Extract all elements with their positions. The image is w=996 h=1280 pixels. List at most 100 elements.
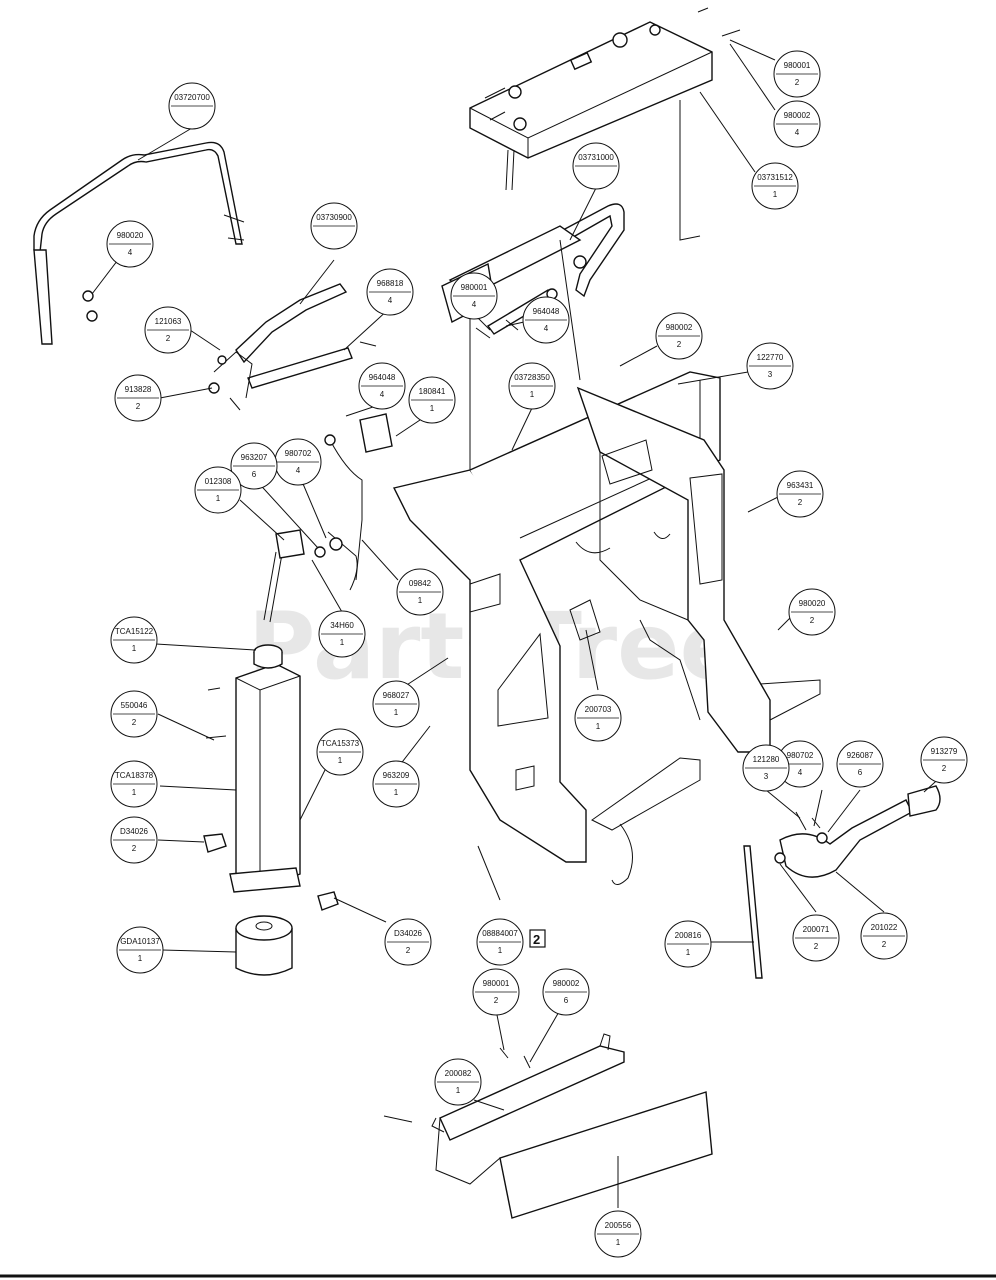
callout-quantity: 2 (132, 844, 137, 853)
callout-part-number: 980702 (787, 751, 814, 760)
callout-quantity: 3 (764, 772, 769, 781)
callout-part-number: 980002 (553, 979, 580, 988)
console-panel (469, 7, 741, 241)
callout-quantity: 1 (616, 1238, 621, 1247)
callout-quantity: 2 (494, 996, 499, 1005)
callout-quantity: 2 (798, 498, 803, 507)
callout-quantity: 2 (942, 764, 947, 773)
callout-quantity: 3 (768, 370, 773, 379)
hydraulic-tank (203, 644, 339, 911)
callout-part-number: 963209 (383, 771, 410, 780)
callout-tca15122: TCA15122 1 (110, 616, 158, 664)
callout-03720700: 03720700 (168, 82, 216, 130)
callout-964048: 964048 4 (358, 362, 406, 410)
callout-quantity: 4 (128, 248, 133, 257)
callout-quantity: 2 (795, 78, 800, 87)
callout-part-number: 200816 (675, 931, 702, 940)
callout-part-number: 964048 (369, 373, 396, 382)
callout-980002: 980002 6 (542, 968, 590, 1016)
callout-quantity: 1 (773, 190, 778, 199)
callout-part-number: 963207 (241, 453, 268, 462)
callout-part-number: 926087 (847, 751, 874, 760)
callout-980702: 980702 4 (274, 438, 322, 486)
callout-part-number: 03720700 (174, 93, 210, 102)
callout-quantity: 1 (686, 948, 691, 957)
callout-quantity: 1 (132, 788, 137, 797)
linkage-rods (263, 413, 393, 623)
callout-quantity: 1 (216, 494, 221, 503)
callout-part-number: GDA10137 (120, 937, 160, 946)
callout-part-number: 968818 (377, 279, 404, 288)
callout-quantity: 1 (138, 954, 143, 963)
bottom-bracket (383, 1033, 713, 1219)
callout-part-number: 200556 (605, 1221, 632, 1230)
left-drive-lever (208, 283, 377, 411)
callout-part-number: 200703 (585, 705, 612, 714)
callout-quantity: 4 (296, 466, 301, 475)
svg-text:2: 2 (533, 932, 540, 947)
callout-quantity: 1 (338, 756, 343, 765)
callout-part-number: 03728350 (514, 373, 550, 382)
callout-quantity: 6 (564, 996, 569, 1005)
callout-part-number: 550046 (121, 701, 148, 710)
callout-926087: 926087 6 (836, 740, 884, 788)
callout-part-number: 200082 (445, 1069, 472, 1078)
callout-quantity: 1 (430, 404, 435, 413)
callout-part-number: 980002 (784, 111, 811, 120)
callout-part-number: 03731000 (578, 153, 614, 162)
callout-part-number: 980702 (285, 449, 312, 458)
callout-quantity: 1 (340, 638, 345, 647)
callout-quantity: 2 (406, 946, 411, 955)
callout-part-number: 963431 (787, 481, 814, 490)
callout-d34026: D34026 2 (110, 816, 158, 864)
callout-quantity: 4 (388, 296, 393, 305)
callout-bubbles: 0372070098002040373090012106329138282968… (106, 50, 968, 1258)
callout-part-number: TCA15122 (115, 627, 154, 636)
callout-quantity: 6 (252, 470, 257, 479)
callout-03730900: 03730900 (310, 202, 358, 250)
hydraulic-filter (235, 915, 293, 976)
callout-part-number: 121280 (753, 755, 780, 764)
callout-quantity: 1 (394, 708, 399, 717)
callout-550046: 550046 2 (110, 690, 158, 738)
callout-200816: 200816 1 (664, 920, 712, 968)
callout-part-number: 03731512 (757, 173, 793, 182)
callout-quantity: 4 (795, 128, 800, 137)
callout-quantity: 6 (858, 768, 863, 777)
callout-200556: 200556 1 (594, 1210, 642, 1258)
callout-part-number: 913279 (931, 747, 958, 756)
callout-03731512: 03731512 1 (751, 162, 799, 210)
callout-part-number: 980020 (117, 231, 144, 240)
callout-quantity: 4 (472, 300, 477, 309)
callout-quantity: 2 (677, 340, 682, 349)
callout-quantity: 1 (596, 722, 601, 731)
callout-963207: 963207 6 (230, 442, 278, 490)
callout-part-number: 09842 (409, 579, 432, 588)
callout-963431: 963431 2 (776, 470, 824, 518)
callout-quantity: 2 (132, 718, 137, 727)
callout-part-number: D34026 (120, 827, 149, 836)
callout-quantity: 4 (798, 768, 803, 777)
callout-968818: 968818 4 (366, 268, 414, 316)
callout-part-number: 08884007 (482, 929, 518, 938)
callout-quantity: 1 (132, 644, 137, 653)
callout-quantity: 4 (380, 390, 385, 399)
callout-gda10137: GDA10137 1 (116, 926, 164, 974)
callout-200703: 200703 1 (574, 694, 622, 742)
